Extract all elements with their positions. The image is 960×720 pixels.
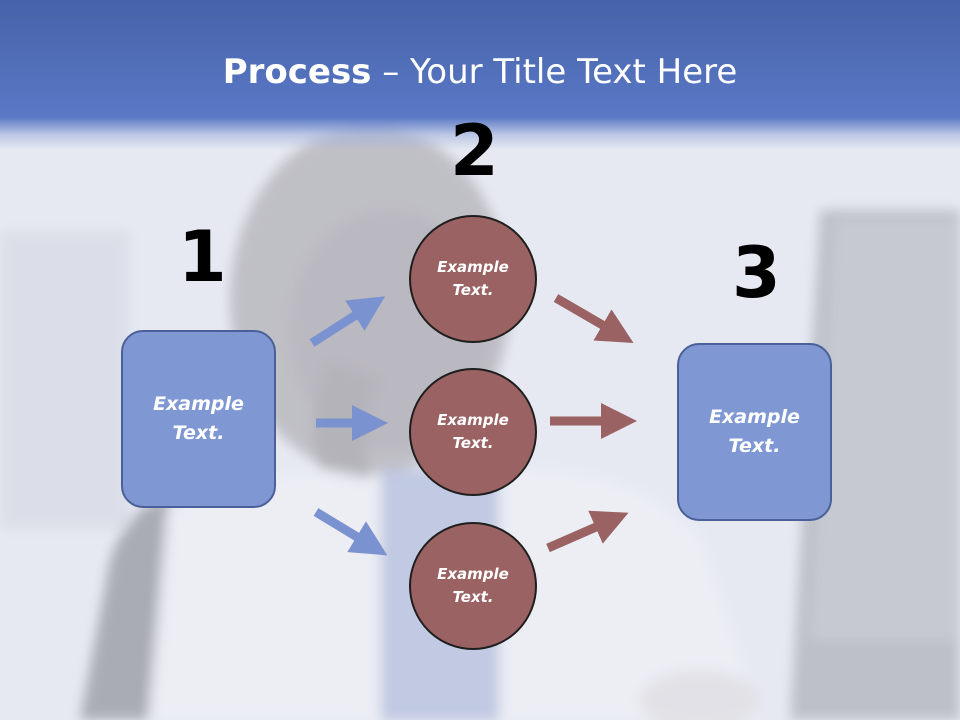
arrow-to-bottom [313,508,388,556]
step-number-1: 1 [178,216,227,298]
step-1-box[interactable]: Example Text. [121,330,276,508]
title-bar [0,0,960,150]
arrow-to-top [309,296,386,347]
slide-title: Process – Your Title Text Here [0,52,960,92]
step-number-3: 3 [732,232,781,314]
step-2-circle-bottom[interactable]: Example Text. [409,522,537,650]
step-2-circle-middle[interactable]: Example Text. [409,368,537,496]
step-2-circle-top[interactable]: Example Text. [409,215,537,343]
title-rest: – Your Title Text Here [371,52,738,92]
step-3-text: Example Text. [709,406,800,457]
arrow-from-top [553,294,634,344]
step-3-box[interactable]: Example Text. [677,343,832,521]
arrow-from-bottom [546,510,629,553]
step-number-2: 2 [450,110,499,192]
circle-bottom-text: Example Text. [437,565,509,606]
circle-top-text: Example Text. [437,258,509,299]
step-1-text: Example Text. [153,393,244,444]
circle-middle-text: Example Text. [437,411,509,452]
title-bold: Process [222,52,372,92]
